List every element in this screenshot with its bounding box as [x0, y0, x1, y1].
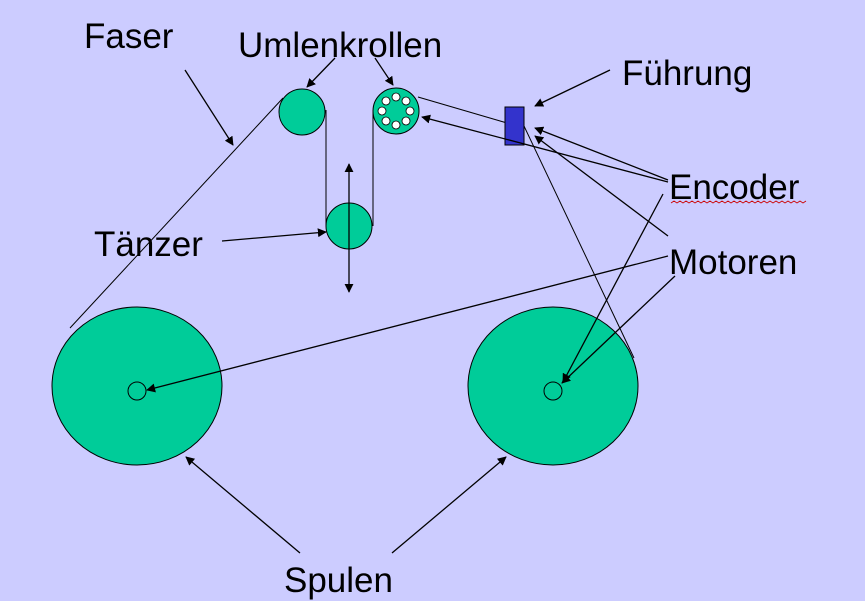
arrow-motoren-right-spool: [561, 275, 676, 384]
encoder-hole: [401, 96, 411, 106]
arrow-umlenkrollen-right: [374, 57, 394, 86]
fiber-segment-left-spool-to-roller: [69, 97, 284, 329]
fiber-path: [69, 96, 635, 359]
arrow-encoder-roller: [421, 114, 669, 183]
arrow-faser: [184, 69, 234, 146]
arrow-umlenkrollen-left: [306, 57, 336, 88]
deflection-roller-right-encoder: [372, 87, 420, 135]
spool-right: [467, 306, 639, 466]
fiber-guide: [504, 106, 525, 146]
spellcheck-underline: [670, 200, 807, 204]
deflection-roller-left: [278, 88, 326, 136]
arrow-taenzer: [221, 228, 327, 242]
encoder-hole: [391, 120, 401, 130]
spool-left: [51, 306, 223, 466]
spool-right-motor-hub: [543, 381, 563, 401]
label-encoder: Encoder: [669, 168, 800, 207]
encoder-hole: [381, 96, 391, 106]
arrow-encoder-guide: [534, 126, 669, 181]
encoder-hole: [401, 116, 411, 126]
encoder-hole: [391, 92, 401, 102]
encoder-hole: [377, 106, 387, 116]
arrow-spulen-left: [185, 456, 301, 554]
label-spulen: Spulen: [284, 561, 393, 600]
label-fuehrung: Führung: [622, 54, 752, 93]
encoder-hole: [405, 106, 415, 116]
arrow-encoder-spool: [562, 193, 664, 383]
encoder-hole: [381, 116, 391, 126]
fiber-segment-roller-to-guide: [417, 96, 508, 124]
annotation-arrows: [146, 57, 676, 554]
spool-left-motor-hub: [127, 381, 147, 401]
encoder-holes: [377, 92, 415, 130]
arrow-motoren-left-spool: [146, 255, 669, 393]
arrow-spulen-right: [391, 456, 507, 554]
label-motoren: Motoren: [669, 243, 797, 282]
label-taenzer: Tänzer: [94, 225, 203, 264]
label-faser: Faser: [84, 17, 174, 56]
arrow-fuehrung: [534, 69, 611, 107]
fiber-segment-guide-to-right-spool: [523, 125, 635, 359]
label-umlenkrollen: Umlenkrollen: [238, 26, 442, 65]
arrow-motoren-guide: [534, 135, 669, 237]
